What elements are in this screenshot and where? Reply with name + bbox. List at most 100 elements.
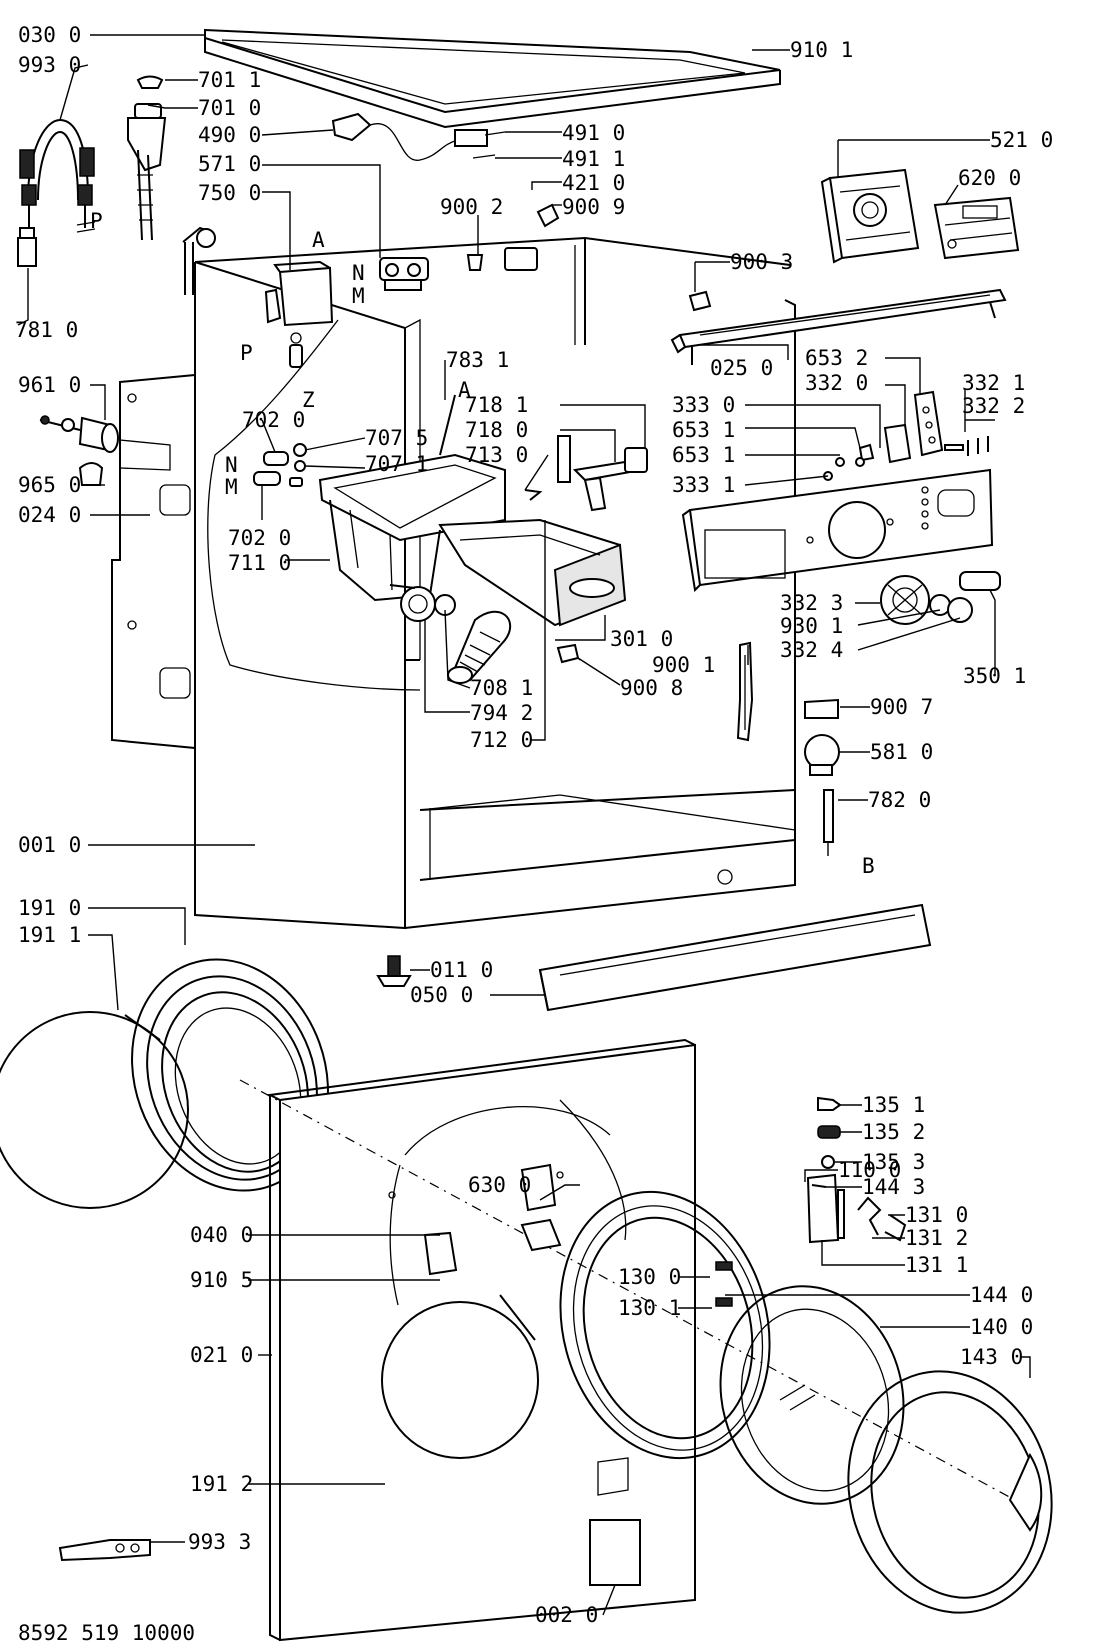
front-panel xyxy=(266,1038,696,1642)
label-711-0: 711 0 xyxy=(228,551,291,575)
label-021-0: 021 0 xyxy=(190,1343,253,1367)
label-521-0: 521 0 xyxy=(990,128,1053,152)
label-707-1: 707 1 xyxy=(365,452,428,476)
label-781-0: 781 0 xyxy=(15,318,78,342)
label-131-2: 131 2 xyxy=(905,1226,968,1250)
elbow-pipe xyxy=(182,226,216,295)
label-571-0: 571 0 xyxy=(198,152,261,176)
program-knob xyxy=(880,571,1001,625)
program-board xyxy=(820,168,920,264)
label-301-0: 301 0 xyxy=(610,627,673,651)
marker-p-box: P xyxy=(240,341,253,365)
shock-absorber xyxy=(39,415,119,486)
small-connectors-top xyxy=(466,203,712,312)
marker-a-top: A xyxy=(312,228,325,252)
control-buttons xyxy=(823,390,989,481)
marker-n-fitting: N xyxy=(225,453,238,477)
label-144-3: 144 3 xyxy=(862,1175,925,1199)
label-900-8: 900 8 xyxy=(620,676,683,700)
marker-z: Z xyxy=(302,388,315,412)
label-653-1-a: 653 1 xyxy=(672,418,735,442)
label-718-1: 718 1 xyxy=(465,393,528,417)
water-valve xyxy=(379,257,429,291)
label-024-0: 024 0 xyxy=(18,503,81,527)
label-332-1: 332 1 xyxy=(962,371,1025,395)
kickplate xyxy=(538,903,932,1012)
label-140-0: 140 0 xyxy=(970,1315,1033,1339)
document-code: 8592 519 10000 xyxy=(18,1621,195,1645)
label-421-0: 421 0 xyxy=(562,171,625,195)
label-130-0: 130 0 xyxy=(618,1265,681,1289)
label-025-0: 025 0 xyxy=(710,356,773,380)
label-333-0: 333 0 xyxy=(672,393,735,417)
side-panel xyxy=(111,373,196,750)
label-110-0: 110 0 xyxy=(838,1158,901,1182)
label-702-0-a: 702 0 xyxy=(242,408,305,432)
label-750-0: 750 0 xyxy=(198,181,261,205)
label-130-1: 130 1 xyxy=(618,1296,681,1320)
label-783-1: 783 1 xyxy=(446,348,509,372)
label-930-1: 930 1 xyxy=(780,614,843,638)
label-191-0: 191 0 xyxy=(18,896,81,920)
label-900-3: 900 3 xyxy=(730,250,793,274)
label-350-1: 350 1 xyxy=(963,664,1026,688)
label-333-1: 333 1 xyxy=(672,473,735,497)
door-axis-line xyxy=(239,1079,1016,1501)
label-332-4: 332 4 xyxy=(780,638,843,662)
hose-route-outline xyxy=(207,319,421,691)
label-900-2: 900 2 xyxy=(440,195,503,219)
pin-782 xyxy=(823,789,834,843)
label-490-0: 490 0 xyxy=(198,123,261,147)
label-900-1: 900 1 xyxy=(652,653,715,677)
label-332-0: 332 0 xyxy=(805,371,868,395)
label-581-0: 581 0 xyxy=(870,740,933,764)
label-131-0: 131 0 xyxy=(905,1203,968,1227)
label-135-3: 135 3 xyxy=(862,1150,925,1174)
electronic-board xyxy=(933,196,1020,260)
label-030-0: 030 0 xyxy=(18,23,81,47)
label-002-0: 002 0 xyxy=(535,1603,598,1627)
label-135-1: 135 1 xyxy=(862,1093,925,1117)
label-191-1: 191 1 xyxy=(18,923,81,947)
door-harness-parts xyxy=(556,641,754,742)
door-glass xyxy=(719,1285,905,1505)
label-702-0-b: 702 0 xyxy=(228,526,291,550)
label-144-0: 144 0 xyxy=(970,1283,1033,1307)
marker-m-valve: M xyxy=(352,284,365,308)
leader-lines xyxy=(17,34,1031,1616)
screws xyxy=(811,1096,842,1188)
drawer-siphons xyxy=(524,435,648,512)
label-993-0: 993 0 xyxy=(18,53,81,77)
pressure-hose-783 xyxy=(439,394,456,456)
label-900-7: 900 7 xyxy=(870,695,933,719)
label-794-2: 794 2 xyxy=(470,701,533,725)
service-tool xyxy=(58,1539,151,1562)
hose-fittings xyxy=(253,443,307,487)
label-653-2: 653 2 xyxy=(805,346,868,370)
marker-b: B xyxy=(862,854,875,878)
door-inner-ring xyxy=(559,1190,771,1460)
label-701-0: 701 0 xyxy=(198,96,261,120)
marker-p-hose: P xyxy=(90,209,103,233)
adjustable-foot xyxy=(376,955,412,987)
label-332-2: 332 2 xyxy=(962,394,1025,418)
marker-a-middle: A xyxy=(458,378,471,402)
label-965-0: 965 0 xyxy=(18,473,81,497)
control-panel-fascia xyxy=(681,468,994,593)
detergent-drawer xyxy=(438,518,627,627)
label-653-1-b: 653 1 xyxy=(672,443,735,467)
pressure-switch xyxy=(804,698,840,776)
label-718-0: 718 0 xyxy=(465,418,528,442)
label-040-0: 040 0 xyxy=(190,1223,253,1247)
label-782-0: 782 0 xyxy=(868,788,931,812)
marker-m-fitting: M xyxy=(225,475,238,499)
marker-n-valve: N xyxy=(352,261,365,285)
label-707-5: 707 5 xyxy=(365,426,428,450)
label-135-2: 135 2 xyxy=(862,1120,925,1144)
label-712-0: 712 0 xyxy=(470,728,533,752)
detergent-box-bracket xyxy=(264,260,334,368)
door-outer-ring xyxy=(847,1370,1053,1614)
label-910-5: 910 5 xyxy=(190,1268,253,1292)
label-630-0: 630 0 xyxy=(468,1173,531,1197)
